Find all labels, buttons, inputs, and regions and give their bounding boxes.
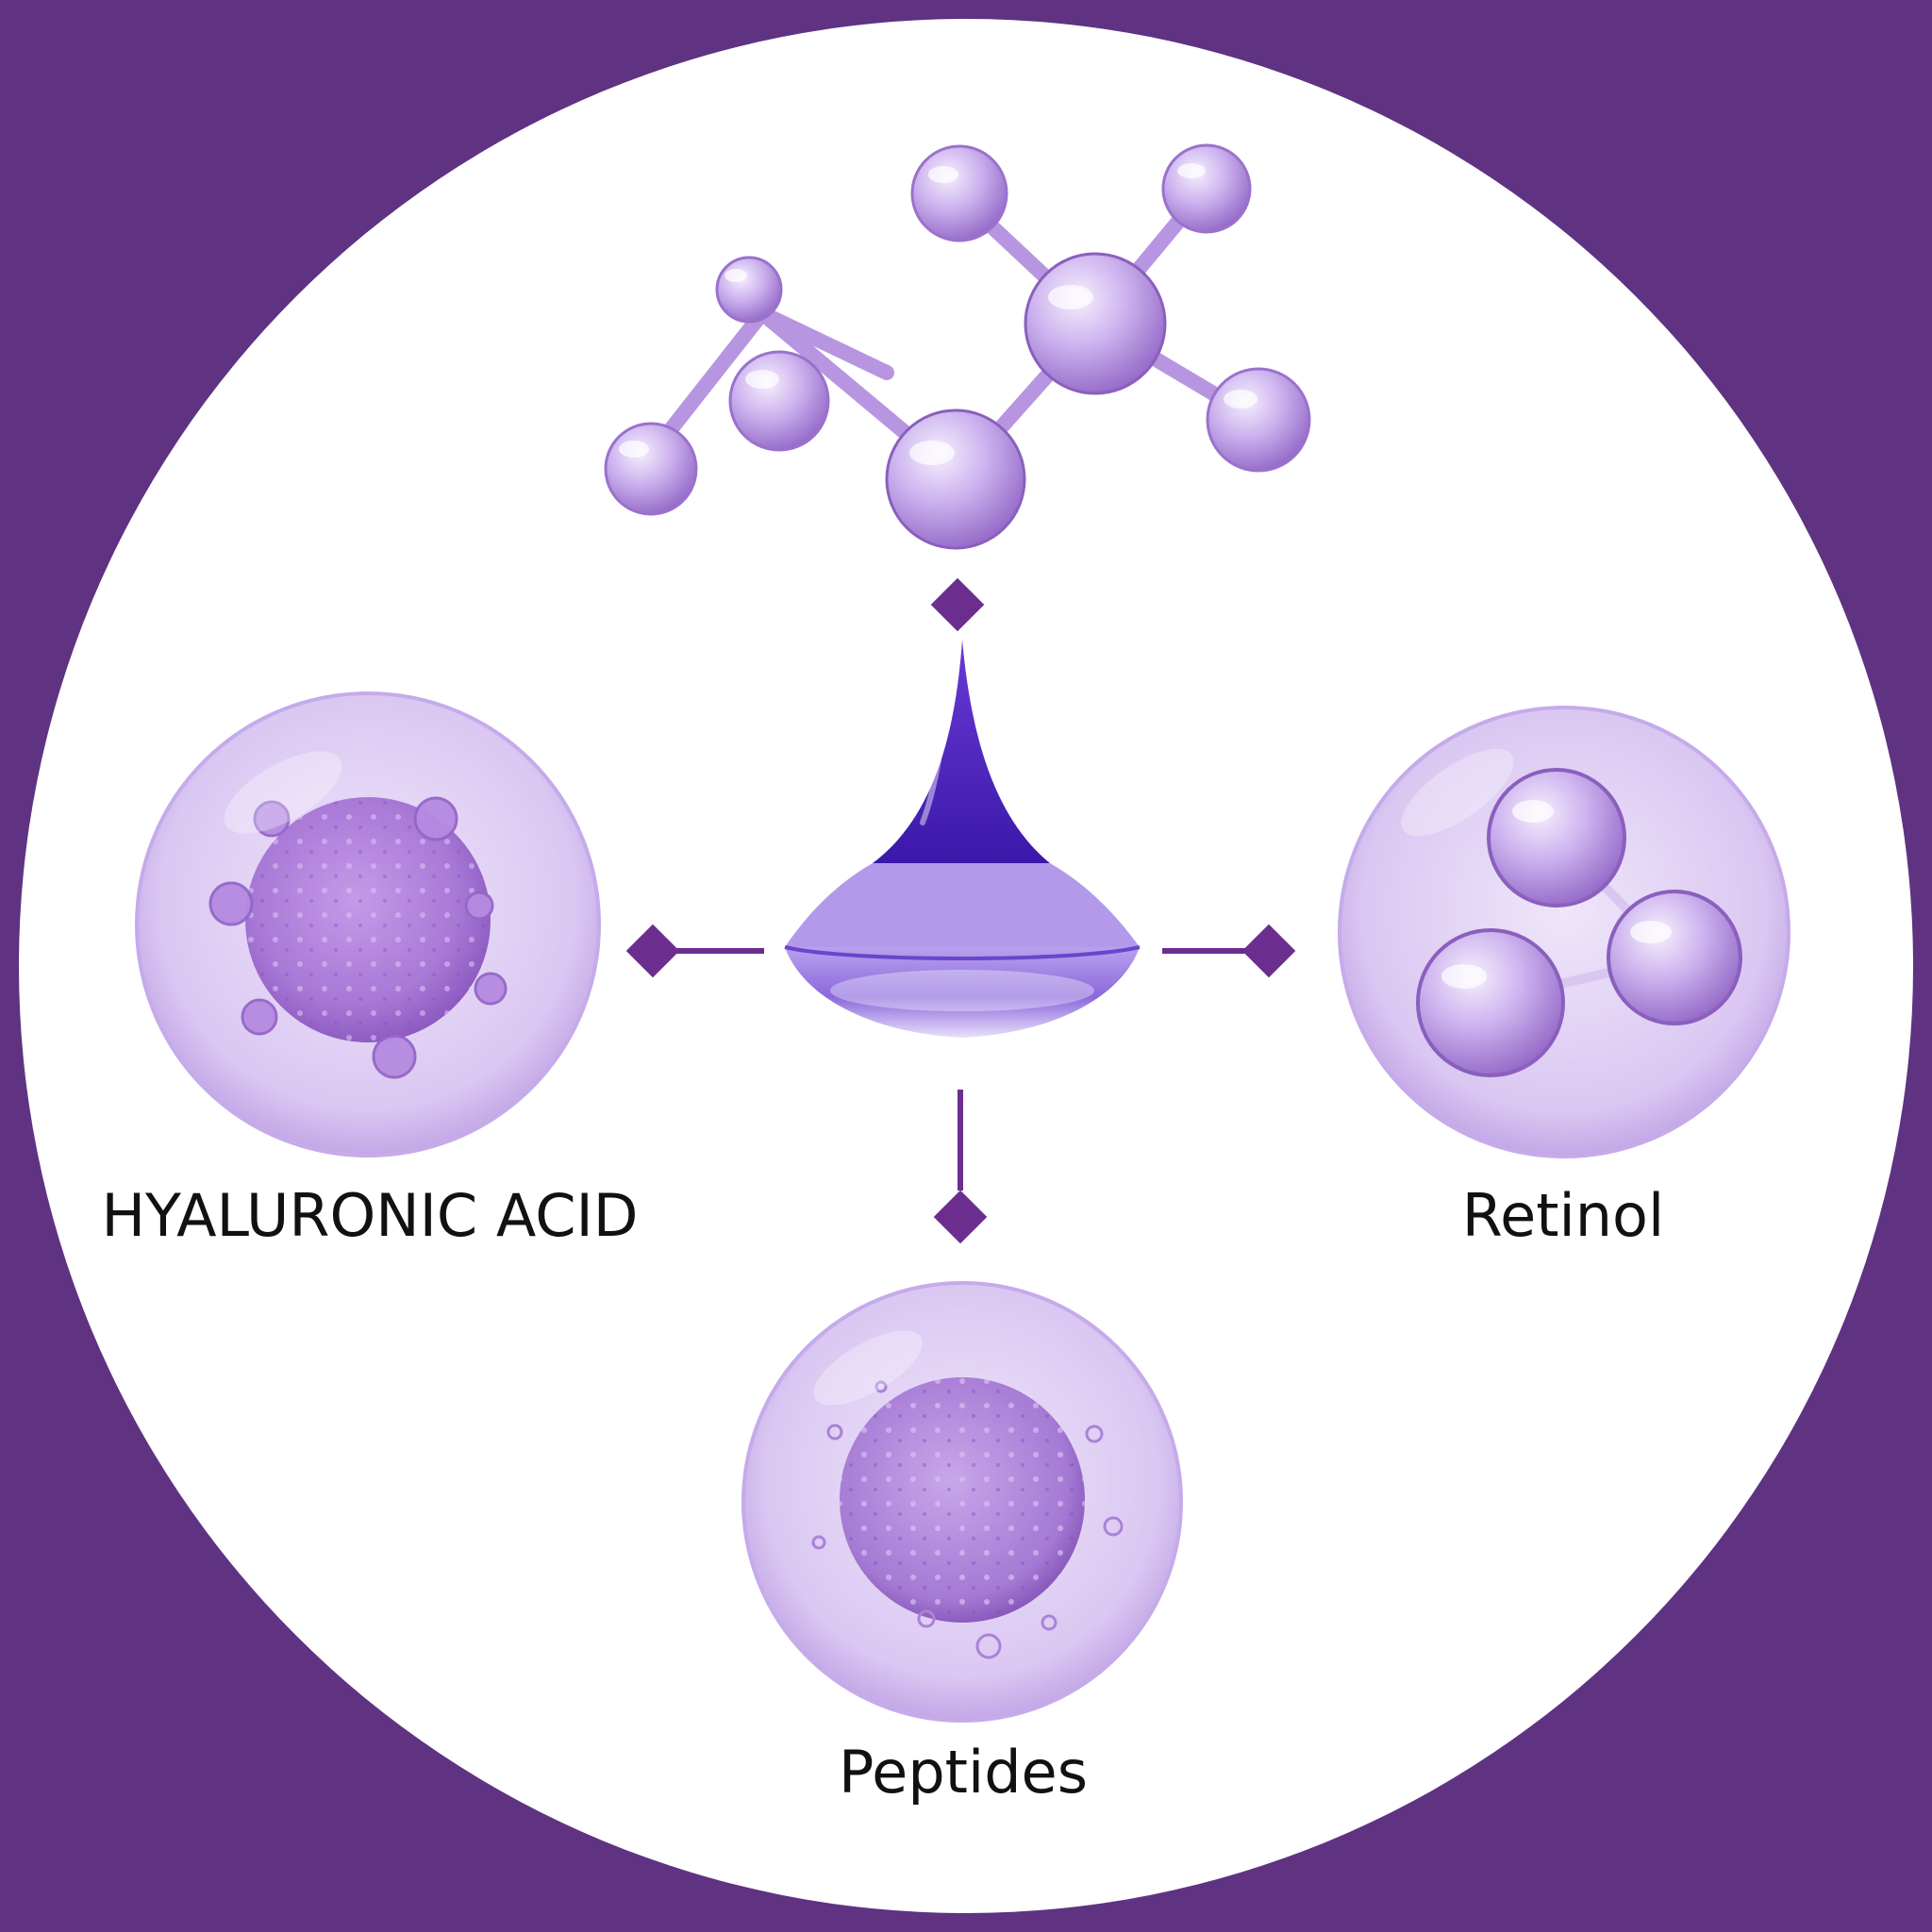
serum-droplet-icon: [784, 640, 1141, 1038]
molecule-structure-icon: [604, 143, 1311, 550]
molecule-sphere-icon: [1338, 706, 1790, 1158]
label-retinol: Retinol: [1461, 1181, 1665, 1250]
label-peptides: Peptides: [838, 1738, 1089, 1807]
cell-sphere-icon: [135, 691, 601, 1158]
textured-sphere-icon: [741, 1281, 1183, 1723]
connector-top: [930, 577, 985, 632]
connector-left: [625, 924, 764, 978]
label-hyaluronic-acid: HYALURONIC ACID: [101, 1181, 639, 1250]
connector-right: [1162, 924, 1296, 978]
connector-bottom: [933, 1090, 988, 1244]
